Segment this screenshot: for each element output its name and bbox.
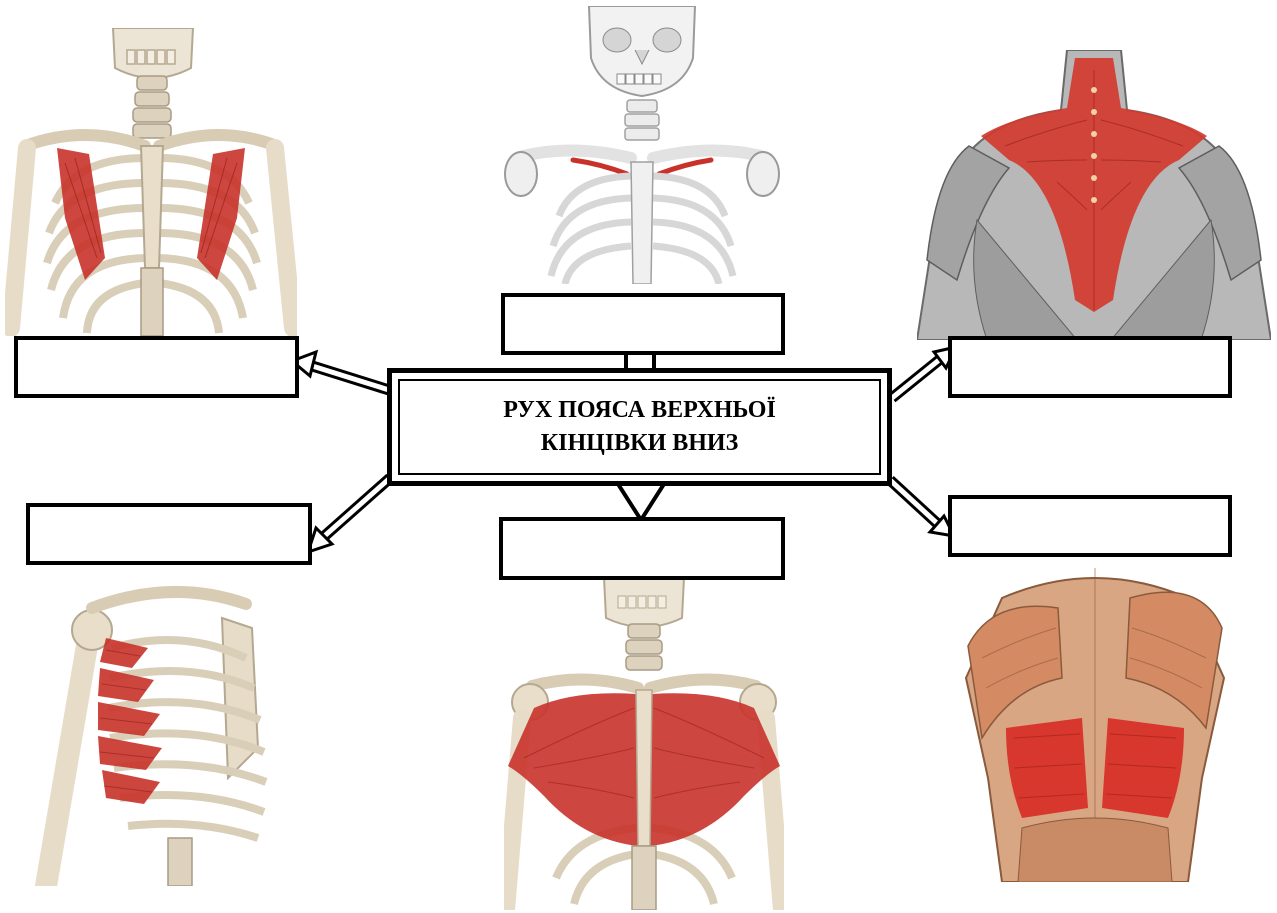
trapezius-illustration	[917, 50, 1271, 340]
center-title-inner: РУХ ПОЯСА ВЕРХНЬОЇ КІНЦІВКИ ВНИЗ	[398, 379, 881, 475]
panel-latissimus-dorsi	[962, 558, 1228, 882]
pectoralis-minor-illustration	[5, 28, 297, 336]
panel-trapezius	[917, 50, 1271, 340]
answer-box-bottom-right[interactable]	[948, 495, 1232, 557]
center-title: РУХ ПОЯСА ВЕРХНЬОЇ КІНЦІВКИ ВНИЗ	[400, 394, 879, 460]
answer-box-top-left[interactable]	[14, 336, 299, 398]
center-title-box: РУХ ПОЯСА ВЕРХНЬОЇ КІНЦІВКИ ВНИЗ	[387, 368, 892, 486]
subclavius-illustration	[503, 6, 780, 284]
arrow-to-top-left	[292, 352, 389, 390]
center-title-line-1: РУХ ПОЯСА ВЕРХНЬОЇ	[400, 394, 879, 427]
latissimus-dorsi-illustration	[962, 558, 1228, 882]
center-title-line-2: КІНЦІВКИ ВНИЗ	[400, 427, 879, 460]
panel-pectoralis-minor	[5, 28, 297, 336]
panel-pectoralis-major	[504, 578, 784, 910]
panel-subclavius	[503, 6, 780, 284]
answer-box-top-right[interactable]	[948, 336, 1232, 398]
answer-box-top-center[interactable]	[501, 293, 785, 355]
pectoralis-major-illustration	[504, 578, 784, 910]
serratus-anterior-illustration	[32, 568, 278, 886]
arrow-to-bottom-left	[308, 478, 390, 552]
arrow-to-bottom-right	[890, 480, 954, 536]
answer-box-bottom-center[interactable]	[499, 517, 785, 580]
answer-box-bottom-left[interactable]	[26, 503, 312, 565]
panel-serratus-anterior	[32, 568, 278, 886]
arrow-to-top-right	[892, 347, 956, 398]
arrow-to-bottom-center	[618, 484, 664, 520]
